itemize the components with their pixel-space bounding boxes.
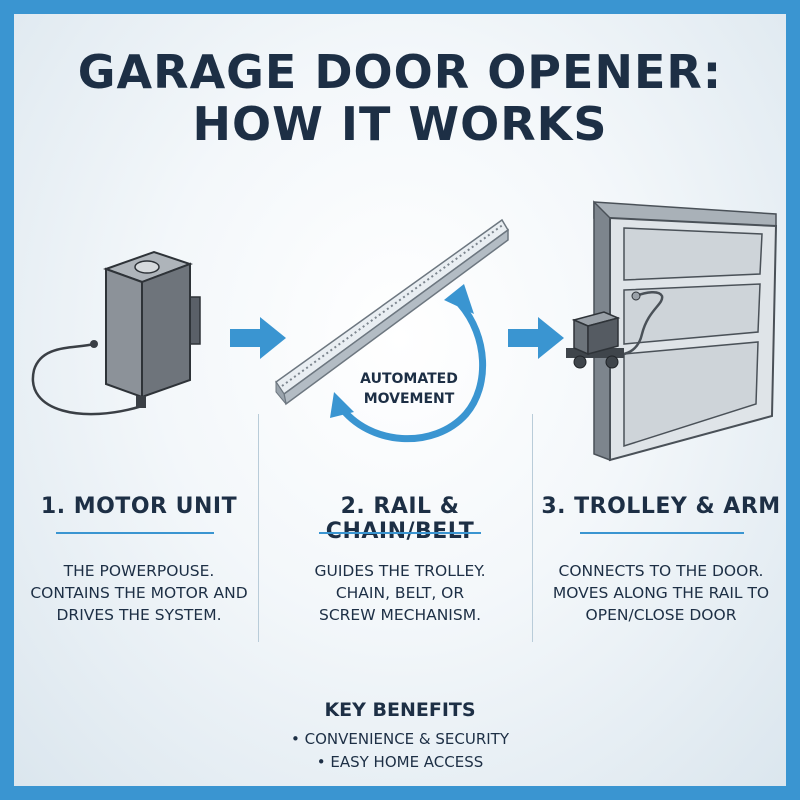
benefit-item: CONVENIENCE & SECURITY — [14, 728, 786, 751]
step-1-description: THE POWERPOUSE. CONTAINS THE MOTOR AND D… — [14, 560, 264, 626]
door-panel-2 — [623, 283, 761, 345]
step-1-line-2: CONTAINS THE MOTOR AND — [30, 584, 248, 602]
step-1-line-1: THE POWERPOUSE. — [63, 562, 215, 580]
rail-chain — [281, 223, 505, 387]
step-2-description: GUIDES THE TROLLEY. CHAIN, BELT, OR SCRE… — [275, 560, 525, 626]
key-benefits-list: CONVENIENCE & SECURITY EASY HOME ACCESS — [14, 728, 786, 774]
door-panel-1 — [623, 227, 763, 281]
step-3-rule — [580, 532, 744, 534]
key-benefits-title: KEY BENEFITS — [324, 699, 476, 721]
step-2-title: 2. RAIL & CHAIN/BELT — [325, 494, 475, 544]
step-2-line-3: SCREW MECHANISM. — [318, 606, 482, 624]
motor-unit-illustration — [31, 250, 201, 416]
column-divider-1 — [258, 414, 259, 642]
flow-arrow-2 — [508, 317, 564, 359]
step-3-description: CONNECTS TO THE DOOR. MOVES ALONG THE RA… — [536, 560, 786, 626]
benefit-item: EASY HOME ACCESS — [14, 751, 786, 774]
motor-power-cord — [31, 342, 143, 416]
rail-illustration — [274, 218, 509, 406]
column-divider-2 — [532, 414, 533, 642]
automated-movement-label: AUTOMATED MOVEMENT — [349, 369, 469, 409]
title-line-2: HOW IT WORKS — [192, 97, 608, 151]
garage-door-illustration — [593, 200, 778, 462]
motor-front — [105, 267, 143, 399]
motor-side — [141, 262, 191, 399]
trolley-illustration — [566, 291, 664, 369]
step-1-title: 1. MOTOR UNIT — [40, 494, 238, 519]
step-3-title: 3. TROLLEY & ARM — [541, 494, 781, 519]
title-line-1: GARAGE DOOR OPENER: — [77, 45, 723, 99]
step-3-line-2: MOVES ALONG THE RAIL TO — [552, 584, 770, 602]
flow-arrow-1 — [230, 317, 286, 359]
step-2-line-1: GUIDES THE TROLLEY. — [314, 562, 486, 580]
step-3-line-3: OPEN/CLOSE DOOR — [585, 606, 737, 624]
automated-movement-arrow — [330, 284, 486, 443]
automated-label-line-2: MOVEMENT — [363, 391, 455, 407]
step-3-line-1: CONNECTS TO THE DOOR. — [558, 562, 764, 580]
page-title: GARAGE DOOR OPENER: HOW IT WORKS — [14, 46, 786, 150]
illustration-layer — [31, 200, 778, 462]
step-2-rule — [319, 532, 481, 534]
door-panel-3 — [623, 341, 759, 448]
step-2-line-2: CHAIN, BELT, OR — [335, 584, 465, 602]
step-1-rule — [56, 532, 214, 534]
automated-label-line-1: AUTOMATED — [360, 371, 458, 387]
motor-top-port — [134, 260, 160, 274]
step-1-line-3: DRIVES THE SYSTEM. — [56, 606, 222, 624]
trolley-arm — [613, 291, 664, 356]
